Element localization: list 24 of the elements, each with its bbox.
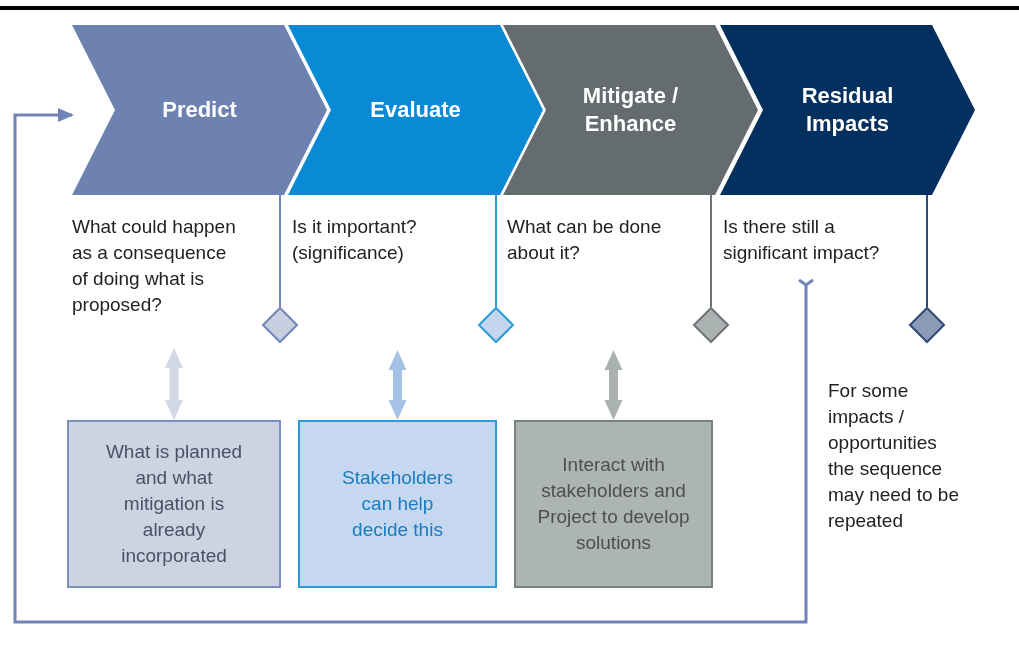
connector-line: [495, 194, 497, 308]
diamond-shape: [909, 307, 945, 343]
process-step: Predict: [72, 25, 327, 195]
double-arrow: [388, 350, 407, 420]
diamond-shape: [693, 307, 729, 343]
connector-line: [926, 194, 928, 308]
note-text: For some impacts / opportunities the sequence may need to be repeated: [828, 379, 960, 533]
process-step: Residual Impacts: [720, 25, 975, 195]
process-step: Mitigate / Enhance: [503, 25, 758, 195]
note-box: Interact with stakeholders and Project to develop solutions: [514, 420, 713, 588]
feedback-arrow: [13, 108, 814, 624]
question-text: Is there still a significant impact?: [723, 214, 923, 276]
double-arrow: [165, 348, 183, 420]
connector-line: [710, 194, 712, 308]
question-text: Is it important? (significance): [292, 214, 467, 348]
diamond-shape: [262, 307, 298, 343]
double-arrow: [604, 350, 623, 420]
process-step: Evaluate: [288, 25, 543, 195]
note-box: Stakeholders can help decide this: [298, 420, 497, 588]
question-text: What could happen as a consequence of doing what is proposed?: [72, 214, 242, 348]
diamond-shape: [478, 307, 514, 343]
note-box: What is planned and what mitigation is already incorporated: [67, 420, 281, 588]
question-text: What can be done about it?: [507, 214, 689, 348]
connector-line: [279, 194, 281, 308]
